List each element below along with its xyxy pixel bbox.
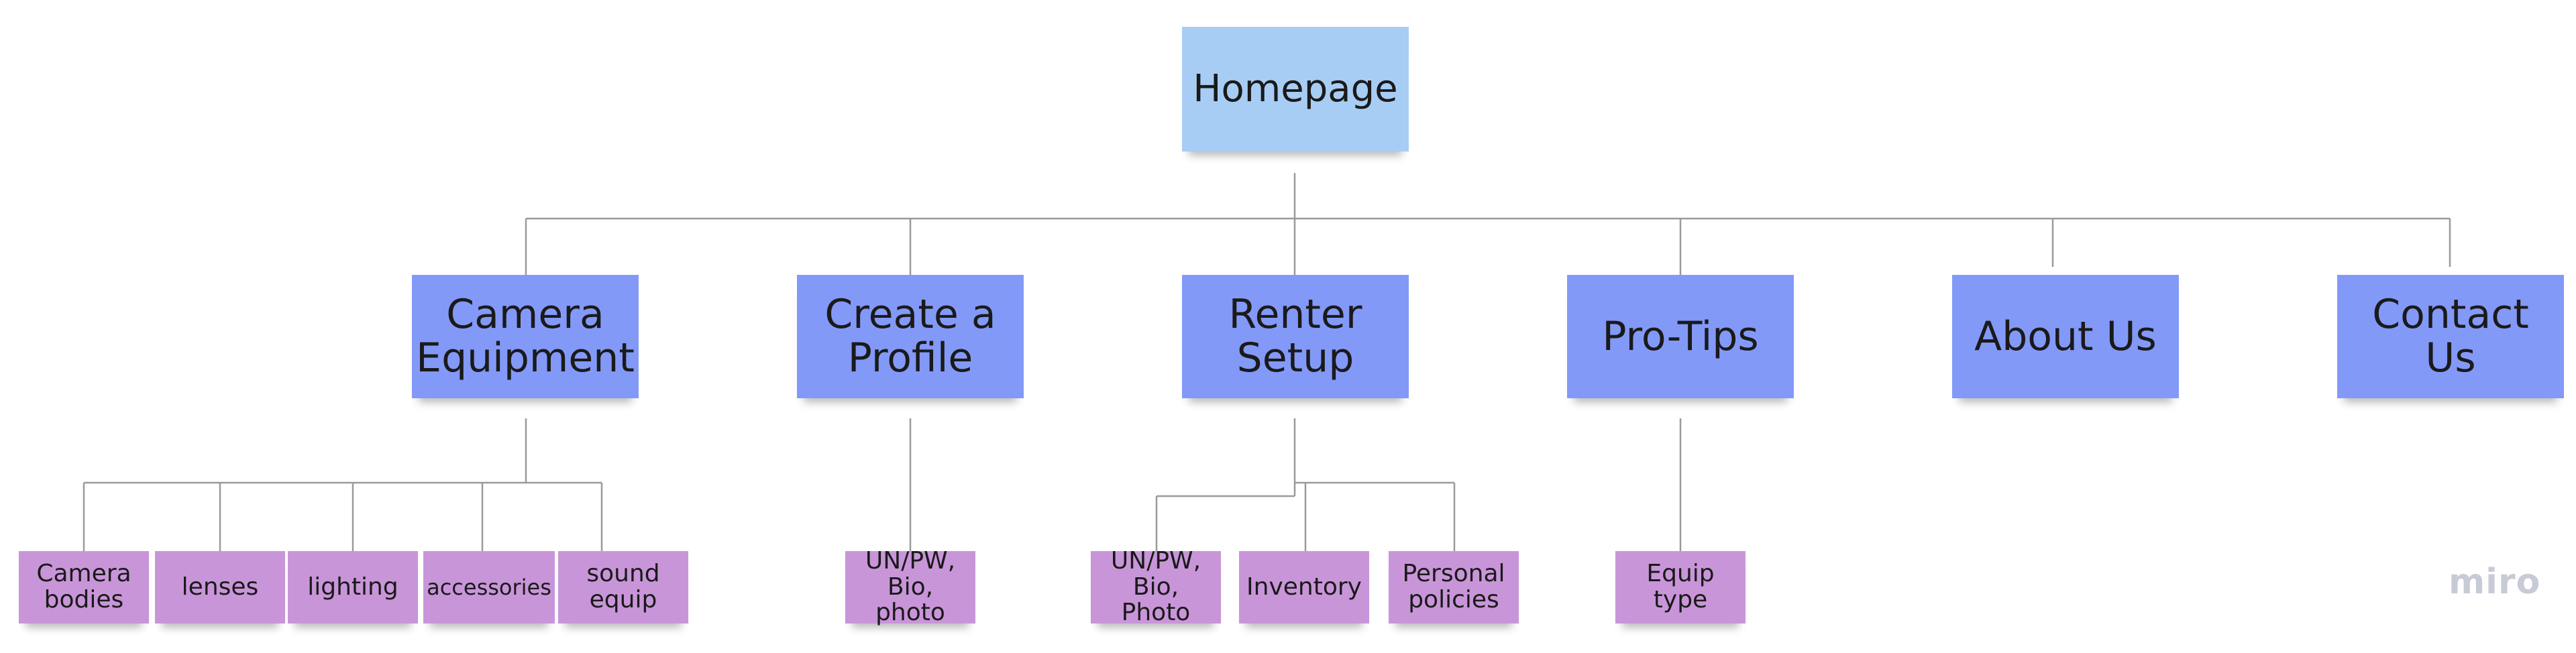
section-node-label: Pro-Tips	[1602, 312, 1759, 360]
leaf-node-equip-type[interactable]: Equip type	[1615, 551, 1746, 624]
leaf-node-accessories[interactable]: accessories	[423, 551, 555, 624]
section-node-pro-tips[interactable]: Pro-Tips	[1567, 275, 1794, 398]
leaf-node-inventory[interactable]: Inventory	[1239, 551, 1369, 624]
leaf-node-label: accessories	[427, 574, 551, 600]
leaf-node-label: sound equip	[586, 560, 660, 613]
leaf-node-label: lighting	[307, 573, 398, 601]
section-node-camera-equipment[interactable]: Camera Equipment	[412, 275, 639, 398]
leaf-node-profile-credentials[interactable]: UN/PW, Bio, photo	[845, 546, 975, 627]
leaf-node-sound-equip[interactable]: sound equip	[558, 551, 688, 624]
section-node-label: Create a Profile	[824, 291, 996, 381]
leaf-node-label: UN/PW, Bio, Photo	[1110, 546, 1201, 627]
leaf-node-label: Camera bodies	[36, 560, 131, 613]
leaf-node-label: Equip type	[1646, 560, 1715, 613]
miro-logo: miro	[2449, 562, 2541, 602]
section-node-label: Contact Us	[2372, 291, 2529, 381]
root-node-label: Homepage	[1193, 66, 1398, 111]
section-node-about-us[interactable]: About Us	[1952, 275, 2179, 398]
leaf-node-label: Personal policies	[1402, 560, 1505, 613]
section-node-create-profile[interactable]: Create a Profile	[797, 275, 1024, 398]
leaf-node-renter-credentials[interactable]: UN/PW, Bio, Photo	[1091, 546, 1221, 627]
leaf-node-lighting[interactable]: lighting	[288, 551, 418, 624]
section-node-contact-us[interactable]: Contact Us	[2337, 275, 2564, 398]
leaf-node-camera-bodies[interactable]: Camera bodies	[19, 551, 149, 624]
leaf-node-personal-policies[interactable]: Personal policies	[1389, 551, 1519, 624]
leaf-node-label: Inventory	[1246, 573, 1362, 601]
leaf-node-label: lenses	[181, 573, 259, 601]
leaf-node-lenses[interactable]: lenses	[155, 551, 285, 624]
section-node-renter-setup[interactable]: Renter Setup	[1182, 275, 1409, 398]
leaf-node-label: UN/PW, Bio, photo	[865, 546, 956, 627]
section-node-label: About Us	[1974, 312, 2157, 360]
section-node-label: Camera Equipment	[416, 291, 635, 381]
section-node-label: Renter Setup	[1228, 291, 1362, 381]
root-node-homepage[interactable]: Homepage	[1182, 27, 1409, 152]
